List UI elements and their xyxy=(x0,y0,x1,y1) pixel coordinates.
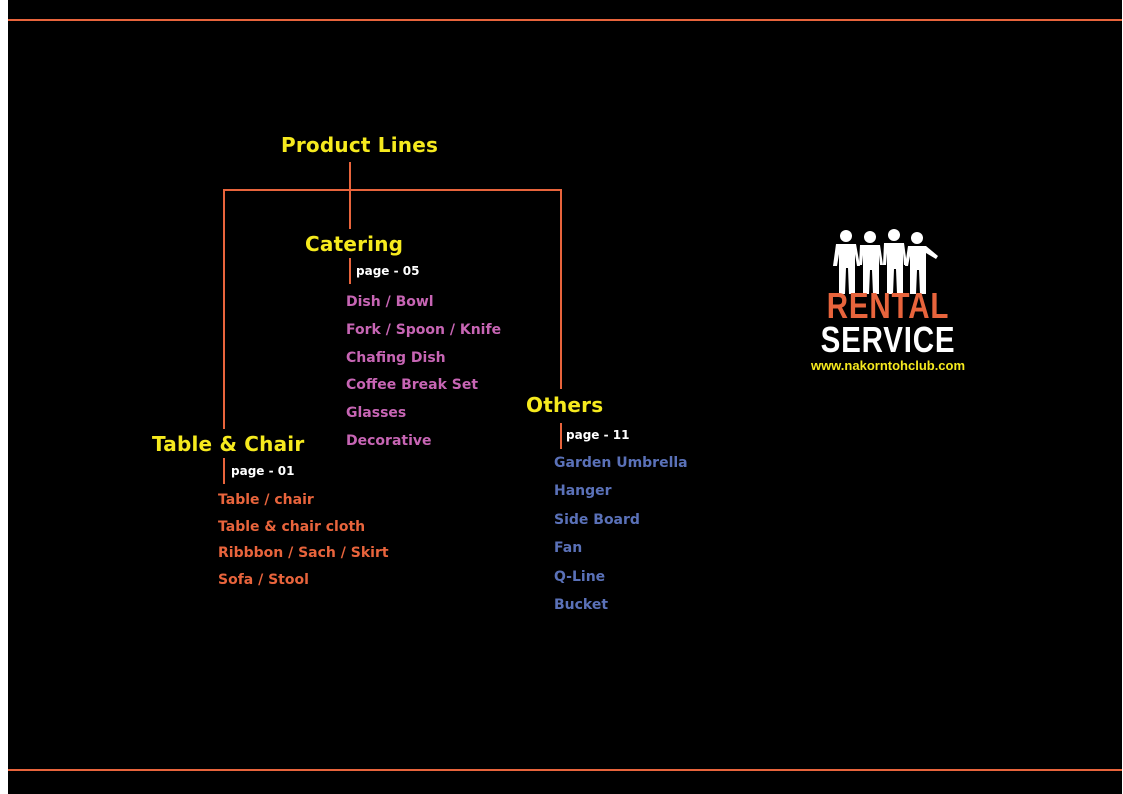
list-item: Coffee Break Set xyxy=(346,377,479,394)
logo-word-service: SERVICE xyxy=(820,319,956,360)
list-item: Side Board xyxy=(554,511,640,528)
list-item: Table & chair cloth xyxy=(218,518,366,535)
list-item: Sofa / Stool xyxy=(218,571,309,588)
website-url: www.nakorntohclub.com xyxy=(810,358,966,373)
catering-page-ref: page - 05 xyxy=(356,264,420,278)
bottom-rule xyxy=(8,769,1122,771)
table-chair-page-ref: page - 01 xyxy=(231,464,295,478)
list-item: Q-Line xyxy=(554,568,606,585)
list-item: Fork / Spoon / Knife xyxy=(346,321,502,338)
list-item: Bucket xyxy=(554,596,609,613)
table-chair-page-tick xyxy=(223,458,225,484)
connector-branch-bar xyxy=(223,189,562,191)
others-heading: Others xyxy=(526,393,604,417)
connector-others xyxy=(560,189,562,389)
connector-table-chair xyxy=(223,189,225,429)
table-chair-item-list: Table / chair Table & chair cloth Ribbbo… xyxy=(218,492,389,598)
catering-heading: Catering xyxy=(305,232,404,256)
list-item: Ribbbon / Sach / Skirt xyxy=(218,545,389,561)
catering-item-list: Dish / Bowl Fork / Spoon / Knife Chafing… xyxy=(346,294,501,461)
list-item: Garden Umbrella xyxy=(554,455,688,471)
list-item: Chafing Dish xyxy=(346,349,446,366)
connector-catering xyxy=(349,189,351,229)
table-chair-heading: Table & Chair xyxy=(152,432,305,456)
rental-service-logo: RENTAL SERVICE www.nakorntohclub.com xyxy=(798,228,998,378)
list-item: Glasses xyxy=(346,405,407,422)
people-silhouette-icon xyxy=(833,229,938,294)
list-item: Decorative xyxy=(346,432,432,449)
top-rule xyxy=(8,19,1122,21)
list-item: Fan xyxy=(554,540,583,557)
catering-page-tick xyxy=(349,258,351,284)
list-item: Hanger xyxy=(554,483,612,500)
list-item: Table / chair xyxy=(218,492,314,508)
others-page-ref: page - 11 xyxy=(566,428,630,442)
list-item: Dish / Bowl xyxy=(346,294,434,310)
catalog-page: Product Lines Catering page - 05 Dish / … xyxy=(8,0,1122,794)
others-page-tick xyxy=(560,423,562,449)
others-item-list: Garden Umbrella Hanger Side Board Fan Q-… xyxy=(554,455,688,625)
logo-word-rental: RENTAL xyxy=(826,285,950,326)
page-title: Product Lines xyxy=(281,133,439,157)
connector-title-stem xyxy=(349,162,351,190)
